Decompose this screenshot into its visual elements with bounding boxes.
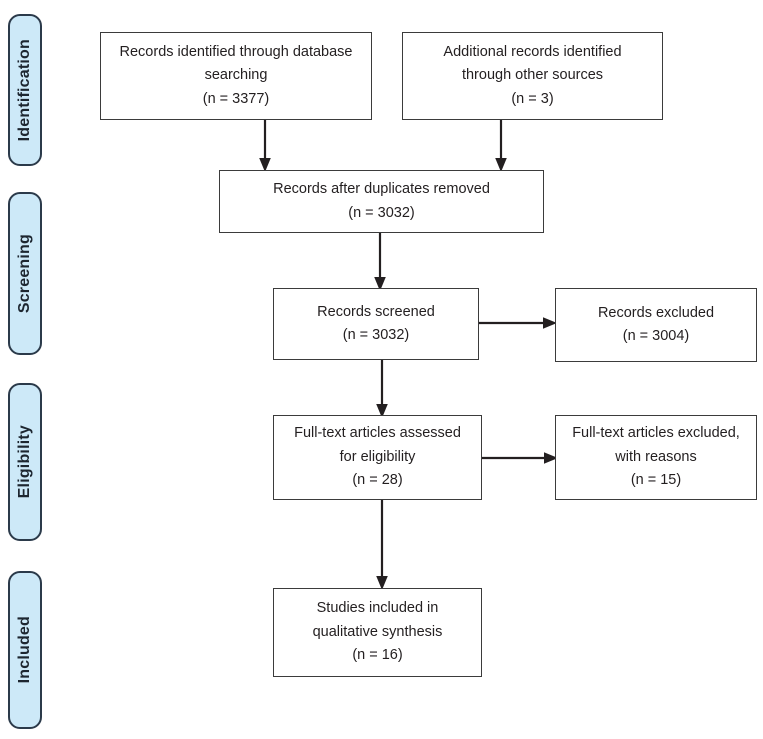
box-line: Records screened: [317, 303, 435, 320]
connector-fulltext-to-fulltext-excluded: [480, 445, 560, 471]
box-studies-included-qualitative[interactable]: Studies included in qualitative synthesi…: [273, 588, 482, 677]
box-full-text-articles-assessed[interactable]: Full-text articles assessed for eligibil…: [273, 415, 482, 500]
box-line: qualitative synthesis: [312, 623, 443, 640]
box-line: searching: [204, 67, 268, 84]
box-line: for eligibility: [339, 448, 416, 465]
stage-tab-identification[interactable]: Identification: [8, 14, 42, 166]
box-line: (n = 3377): [202, 90, 270, 107]
connector-duplicates-to-screened: [367, 231, 397, 293]
stage-tab-screening-label: Screening: [16, 233, 33, 314]
box-line: (n = 28): [352, 472, 403, 489]
box-line: Additional records identified: [443, 43, 622, 60]
box-records-identified-database[interactable]: Records identified through database sear…: [100, 32, 372, 120]
connector-screened-to-fulltext: [369, 358, 399, 420]
box-line: (n = 16): [352, 647, 403, 664]
box-line: with reasons: [615, 448, 697, 465]
box-records-after-duplicates-removed[interactable]: Records after duplicates removed (n = 30…: [219, 170, 544, 233]
connector-identified-to-duplicates: [252, 118, 282, 174]
stage-tab-eligibility[interactable]: Eligibility: [8, 383, 42, 541]
box-line: (n = 3004): [622, 328, 690, 344]
box-line: Full-text articles excluded,: [572, 425, 740, 442]
box-line: Studies included in: [316, 600, 439, 617]
box-line: (n = 3): [511, 90, 554, 107]
box-additional-records-other-sources[interactable]: Additional records identified through ot…: [402, 32, 663, 120]
stage-tab-screening[interactable]: Screening: [8, 192, 42, 355]
connector-additional-to-duplicates: [488, 118, 518, 174]
connector-screened-to-excluded: [477, 310, 559, 336]
box-line: Full-text articles assessed: [294, 425, 461, 442]
box-line: through other sources: [461, 67, 604, 84]
box-full-text-articles-excluded[interactable]: Full-text articles excluded, with reason…: [555, 415, 757, 500]
box-line: Records identified through database: [119, 43, 353, 60]
box-line: Records excluded: [597, 304, 715, 321]
box-records-screened[interactable]: Records screened (n = 3032): [273, 288, 479, 360]
box-line: Records after duplicates removed: [273, 181, 490, 198]
box-line: (n = 3032): [342, 327, 410, 343]
box-records-excluded[interactable]: Records excluded (n = 3004): [555, 288, 757, 362]
stage-tab-included[interactable]: Included: [8, 571, 42, 729]
box-line: (n = 15): [630, 472, 682, 489]
stage-tab-eligibility-label: Eligibility: [16, 425, 33, 499]
connector-fulltext-to-included: [369, 498, 399, 592]
stage-tab-identification-label: Identification: [16, 38, 33, 142]
stage-tab-included-label: Included: [16, 616, 33, 684]
box-line: (n = 3032): [348, 204, 415, 221]
